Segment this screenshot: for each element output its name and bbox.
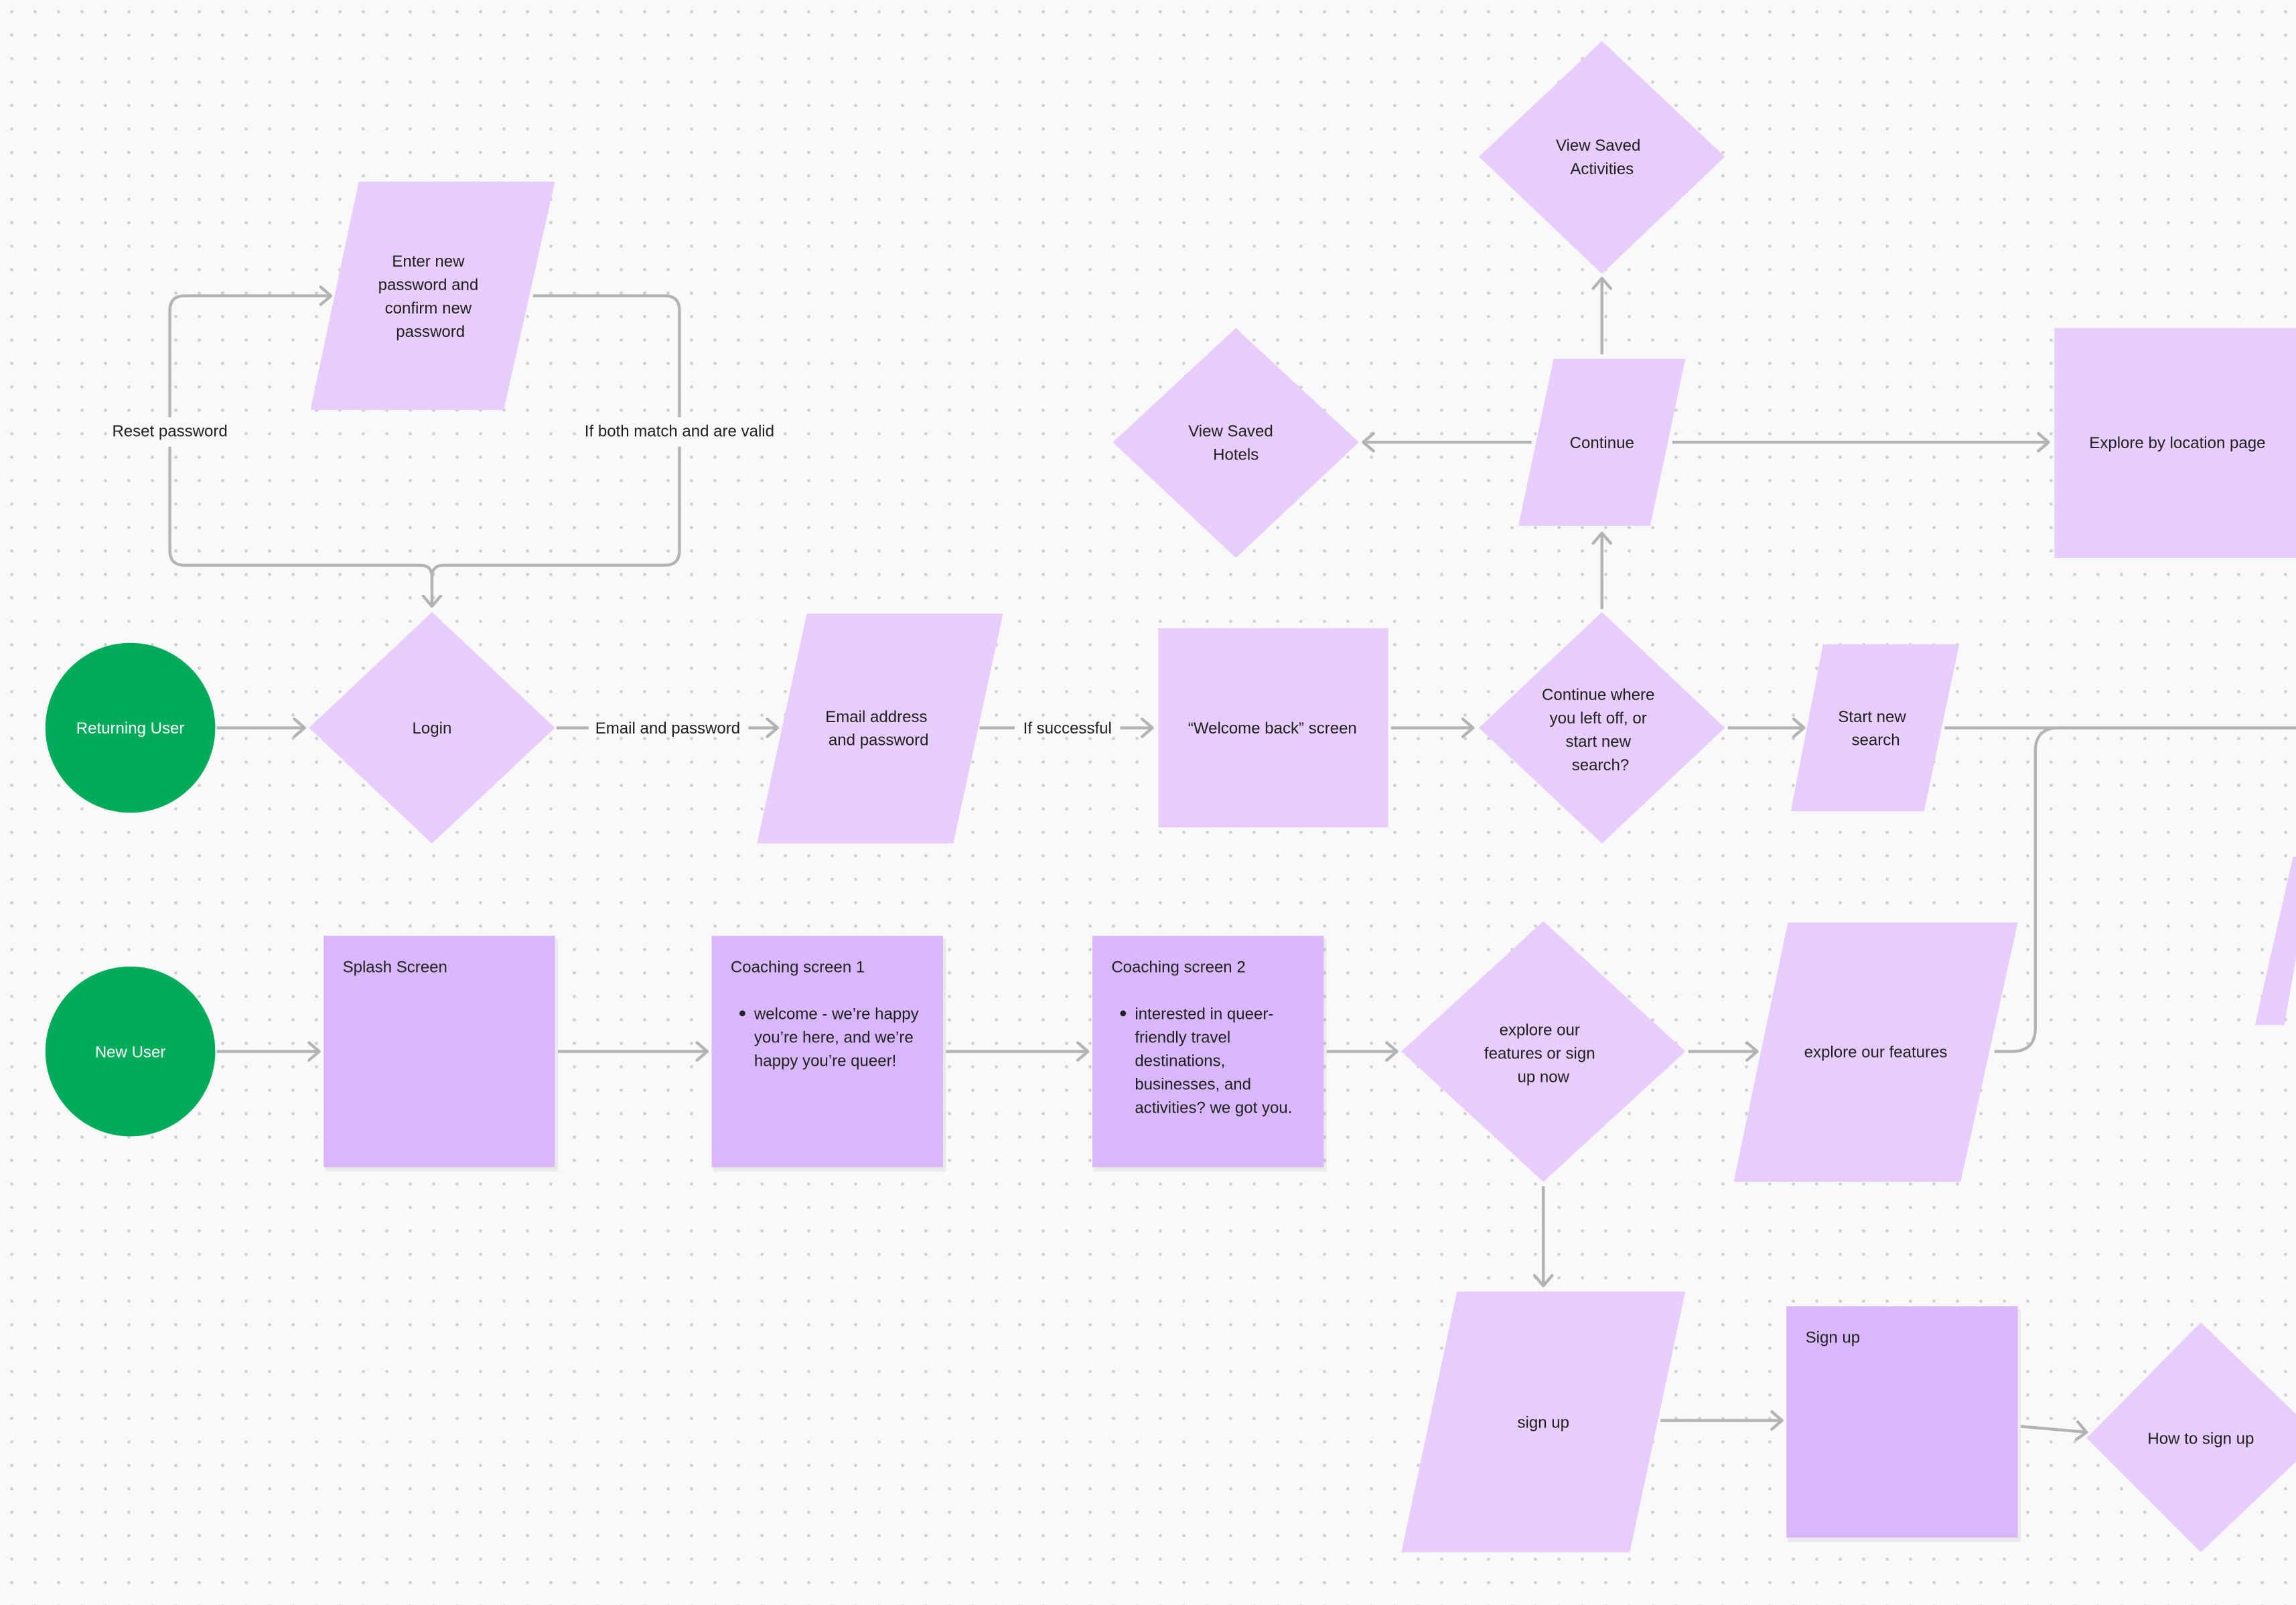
node-label: explore our features or sign up now xyxy=(1484,1022,1599,1087)
connector-explore-features-merge xyxy=(1994,726,2296,1053)
card-coaching-screen-1[interactable]: Coaching screen 1 welcome - we’re happy … xyxy=(711,935,946,1172)
arrowhead xyxy=(1076,1041,1090,1062)
arrowhead xyxy=(695,1041,709,1062)
node-label: Start new search xyxy=(1838,708,1910,750)
node-label: View Saved Activities xyxy=(1556,137,1645,178)
arrowhead xyxy=(1745,1041,1759,1062)
edge-label-reset-password: Reset password xyxy=(112,422,227,440)
start-new-user[interactable]: New User xyxy=(45,966,216,1137)
arrowhead xyxy=(307,1041,321,1062)
decision-view-saved-activities[interactable]: View Saved Activities xyxy=(1479,41,1725,274)
arrowhead xyxy=(293,717,306,738)
card-sign-up[interactable]: Sign up xyxy=(1786,1306,2021,1542)
node-label: sign up xyxy=(1518,1413,1570,1432)
card-coaching-screen-2[interactable]: Coaching screen 2 interested in queer- f… xyxy=(1092,935,1327,1172)
node-label: Login xyxy=(413,719,452,738)
arrowhead xyxy=(1385,1041,1398,1062)
bullet-dot xyxy=(1120,1010,1127,1017)
decision-how-to-sign-up[interactable]: How to sign up xyxy=(2086,1322,2296,1553)
arrowhead xyxy=(1362,431,1375,453)
arrowhead xyxy=(2037,431,2050,453)
node-welcome-back-screen[interactable]: “Welcome back” screen xyxy=(1158,628,1388,828)
label-bg xyxy=(577,417,782,447)
card-splash-screen[interactable]: Splash Screen xyxy=(324,935,558,1172)
label-bg xyxy=(108,417,234,447)
node-label: Email address and password xyxy=(825,708,932,750)
node-enter-new-password[interactable]: Enter new password and confirm new passw… xyxy=(310,182,555,411)
arrowhead xyxy=(766,717,780,738)
edge-labels: Reset password If both match and are val… xyxy=(108,417,1112,738)
node-start-new-search[interactable]: Start new search xyxy=(1790,644,1960,812)
connector-enter-new-password-to-login xyxy=(430,294,681,607)
arrowhead xyxy=(1532,1273,1554,1287)
bullet-dot xyxy=(739,1010,745,1017)
card-title: Splash Screen xyxy=(343,959,447,977)
edge-label-if-both-match: If both match and are valid xyxy=(585,422,774,440)
decision-view-saved-hotels[interactable]: View Saved Hotels xyxy=(1113,328,1359,558)
card-bullet-text: interested in queer- friendly travel des… xyxy=(1135,1005,1292,1117)
decision-login[interactable]: Login xyxy=(309,612,555,844)
card-title: Coaching screen 2 xyxy=(1111,959,1245,977)
node-explore-by-location-page[interactable]: Explore by location page xyxy=(2054,328,2296,558)
node-continue[interactable]: Continue xyxy=(1518,358,1686,526)
node-offscreen-partial xyxy=(2254,856,2296,1026)
card-title: Coaching screen 1 xyxy=(731,959,865,977)
node-label: Continue where you left off, or start ne… xyxy=(1542,686,1659,774)
node-label: Explore by location page xyxy=(2089,434,2265,452)
node-label: Returning User xyxy=(76,719,185,738)
arrowhead xyxy=(1591,277,1613,290)
connector-card-to-how-to-sign-up xyxy=(2020,1425,2087,1434)
arrowhead xyxy=(1792,717,1806,738)
node-label: “Welcome back” screen xyxy=(1188,719,1357,738)
node-label: New User xyxy=(95,1043,166,1061)
connectors xyxy=(168,277,2296,1442)
arrowhead xyxy=(319,285,333,306)
arrowhead xyxy=(1770,1410,1784,1431)
card-bullet-text: welcome - we’re happy you’re here, and w… xyxy=(754,1005,923,1070)
arrowhead xyxy=(2074,1420,2088,1442)
node-label: How to sign up xyxy=(2147,1430,2254,1448)
node-explore-our-features[interactable]: explore our features xyxy=(1733,922,2018,1182)
edge-label-email-and-password: Email and password xyxy=(595,719,740,738)
node-label: explore our features xyxy=(1804,1043,1948,1061)
node-sign-up[interactable]: sign up xyxy=(1401,1292,1686,1553)
decision-explore-or-sign-up[interactable]: explore our features or sign up now xyxy=(1401,921,1686,1182)
node-label: Continue xyxy=(1570,434,1634,452)
node-label: View Saved Hotels xyxy=(1188,422,1277,464)
decision-continue-or-new-search[interactable]: Continue where you left off, or start ne… xyxy=(1479,612,1725,844)
edge-label-if-successful: If successful xyxy=(1023,719,1112,738)
card-title: Sign up xyxy=(1806,1329,1861,1347)
node-label: Enter new password and confirm new passw… xyxy=(378,253,483,341)
arrowhead xyxy=(421,594,443,608)
start-returning-user[interactable]: Returning User xyxy=(45,642,216,813)
arrowhead xyxy=(1141,717,1154,738)
connector-login-to-enter-new-password xyxy=(168,294,434,589)
node-email-address[interactable]: Email address and password xyxy=(757,613,1003,844)
arrowhead xyxy=(1591,531,1613,545)
arrowhead xyxy=(1461,717,1475,738)
